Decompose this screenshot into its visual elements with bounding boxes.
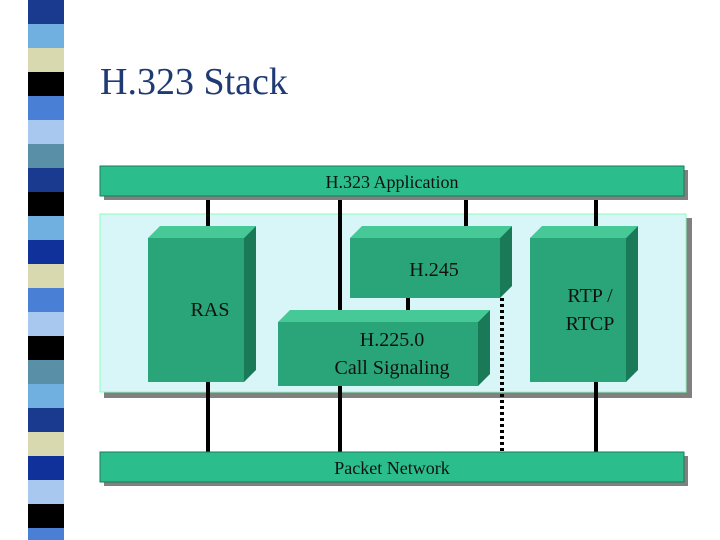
packet-network-band — [99, 451, 685, 483]
decorative-square — [28, 288, 64, 312]
rtp-label-line1: RTP / — [567, 285, 613, 307]
rtp-rtcp-block — [530, 226, 638, 382]
decorative-square — [28, 120, 64, 144]
decorative-square — [28, 216, 64, 240]
decorative-square — [28, 528, 64, 540]
h245-label: H.245 — [409, 259, 458, 281]
decorative-square — [28, 480, 64, 504]
decorative-square — [28, 264, 64, 288]
decorative-square — [28, 96, 64, 120]
h245-block — [350, 226, 512, 298]
decorative-square — [28, 384, 64, 408]
decorative-square — [28, 168, 64, 192]
decorative-square — [28, 312, 64, 336]
h2250-label-line1: H.225.0 — [360, 329, 424, 351]
ras-block — [148, 226, 256, 382]
decorative-square — [28, 24, 64, 48]
application-band — [99, 165, 685, 197]
slide-title: H.323 Stack — [100, 61, 288, 103]
decorative-square — [28, 240, 64, 264]
decorative-square — [28, 456, 64, 480]
decorative-square — [28, 336, 64, 360]
decorative-square — [28, 0, 64, 24]
decorative-square-strip — [28, 0, 64, 540]
decorative-square — [28, 72, 64, 96]
h2250-label-line2: Call Signaling — [335, 357, 450, 379]
packet-network-label: Packet Network — [334, 458, 449, 478]
decorative-square — [28, 432, 64, 456]
decorative-square — [28, 144, 64, 168]
rtp-label-line2: RTCP — [566, 313, 615, 335]
h2250-call-signaling-block — [278, 310, 490, 386]
decorative-square — [28, 360, 64, 384]
decorative-square — [28, 408, 64, 432]
decorative-square — [28, 192, 64, 216]
ras-label: RAS — [191, 299, 230, 321]
decorative-square — [28, 504, 64, 528]
decorative-square — [28, 48, 64, 72]
application-band-label: H.323 Application — [326, 172, 459, 192]
